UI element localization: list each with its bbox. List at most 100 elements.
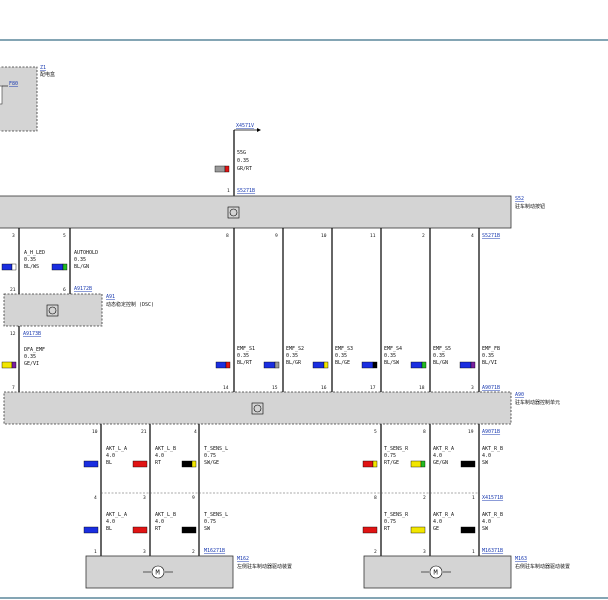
z1-sub[interactable]: F80 bbox=[9, 81, 18, 87]
lm-akt-lb-color: RT bbox=[155, 460, 161, 466]
s52-pin-2: 2 bbox=[422, 233, 425, 239]
a90-pin-7: 7 bbox=[12, 385, 15, 391]
emf-s1-size: 0.35 bbox=[237, 353, 249, 359]
s52-wires bbox=[18, 228, 480, 392]
rm-tsens-size: 0.75 bbox=[384, 453, 396, 459]
x4571-ref[interactable]: X4571V bbox=[236, 123, 254, 129]
a90-ref[interactable]: A90 bbox=[515, 392, 524, 398]
m163-ref[interactable]: M163 bbox=[515, 556, 527, 562]
rm-akt-rb-size: 4.0 bbox=[482, 453, 491, 459]
dfa-color: GE/VI bbox=[24, 361, 39, 367]
a90-conn[interactable]: A9071B bbox=[482, 385, 500, 391]
emf-fb-color: BL/VI bbox=[482, 360, 497, 366]
m163-motor-icon: M bbox=[421, 565, 451, 579]
emf-s2-swatch-gr bbox=[274, 361, 280, 369]
dfa-size: 0.35 bbox=[24, 354, 36, 360]
svg-text:M: M bbox=[434, 569, 438, 577]
emf-s3-code: EMF_S3 bbox=[335, 346, 353, 352]
x4571-arrow bbox=[257, 128, 261, 132]
rm-akt-rb-code: AKT_R_B bbox=[482, 446, 503, 452]
lm-tsens-size: 0.75 bbox=[204, 453, 216, 459]
ll-tsens-swatch bbox=[181, 526, 197, 534]
ll-akt-la-color: BL bbox=[106, 526, 112, 532]
z1-fuse bbox=[0, 85, 3, 105]
rm-tsens-color: RT/GE bbox=[384, 460, 399, 466]
w-aled-color: BL/WS bbox=[24, 264, 39, 270]
ll-tsens-code: T_SENS_L bbox=[204, 512, 228, 518]
emf-fb-size: 0.35 bbox=[482, 353, 494, 359]
rm-akt-ra-swatch-gn bbox=[420, 460, 426, 468]
emf-fb-swatch-vi bbox=[470, 361, 476, 369]
ll-akt-lb-color: RT bbox=[155, 526, 161, 532]
emf-fb-swatch-bl bbox=[459, 361, 472, 369]
emf-s5-swatch-bl bbox=[410, 361, 423, 369]
top-wire-conn[interactable]: S5271B bbox=[237, 188, 255, 194]
m162-pin-3: 3 bbox=[143, 549, 146, 555]
z1-name: 配电盒 bbox=[40, 71, 55, 78]
emf-s3-color: BL/GE bbox=[335, 360, 350, 366]
a91-conn-bot[interactable]: A9173B bbox=[23, 331, 41, 337]
top-wire-code: 55G bbox=[237, 150, 246, 156]
rl-tsens-swatch bbox=[362, 526, 378, 534]
emf-s5-code: EMF_S5 bbox=[433, 346, 451, 352]
z1-ref[interactable]: Z1 bbox=[40, 65, 46, 71]
x415-pin-9: 9 bbox=[192, 495, 195, 501]
lm-akt-la-color: BL bbox=[106, 460, 112, 466]
emf-s2-swatch-bl bbox=[263, 361, 276, 369]
lm-akt-la-code: AKT_L_A bbox=[106, 446, 127, 452]
rm-akt-ra-color: GE/GN bbox=[433, 460, 448, 466]
x415-pin-3: 3 bbox=[143, 495, 146, 501]
a91-symbol bbox=[46, 304, 59, 317]
lm-tsens-color: SW/GE bbox=[204, 460, 219, 466]
a90-pin-16: 16 bbox=[321, 385, 327, 391]
m163-pin-3: 3 bbox=[423, 549, 426, 555]
s52-box bbox=[0, 195, 512, 229]
lm-tsens-code: T_SENS_L bbox=[204, 446, 228, 452]
emf-s4-code: EMF_S4 bbox=[384, 346, 402, 352]
x415-pin-1: 1 bbox=[472, 495, 475, 501]
lm-tsens-swatch-sw bbox=[181, 460, 193, 468]
w-aled-swatch-ws bbox=[11, 263, 17, 271]
rm-akt-ra-code: AKT_R_A bbox=[433, 446, 454, 452]
a90-conn-bot[interactable]: A9071B bbox=[482, 429, 500, 435]
a90-bpin-19: 19 bbox=[468, 429, 474, 435]
dfa-code: DFA_EMF bbox=[24, 347, 45, 353]
s52-pin-11: 11 bbox=[370, 233, 376, 239]
x415-conn[interactable]: X41571B bbox=[482, 495, 503, 501]
s52-name: 驻车制动按钮 bbox=[515, 203, 545, 210]
ll-tsens-size: 0.75 bbox=[204, 519, 216, 525]
a91-conn-top[interactable]: A9172B bbox=[74, 286, 92, 292]
m163-conn[interactable]: M16371B bbox=[482, 548, 503, 554]
emf-s5-color: BL/GN bbox=[433, 360, 448, 366]
s52-pin-10: 10 bbox=[321, 233, 327, 239]
rl-akt-ra-swatch bbox=[410, 526, 426, 534]
emf-s2-size: 0.35 bbox=[286, 353, 298, 359]
m162-conn[interactable]: M16271B bbox=[204, 548, 225, 554]
a90-bpin-5: 5 bbox=[374, 429, 377, 435]
ll-akt-la-size: 4.0 bbox=[106, 519, 115, 525]
rl-akt-rb-code: AKT_R_B bbox=[482, 512, 503, 518]
rm-tsens-code: T_SENS_R bbox=[384, 446, 409, 452]
z1-box bbox=[0, 66, 38, 132]
emf-s4-color: BL/SW bbox=[384, 360, 400, 366]
s52-conn[interactable]: S5271B bbox=[482, 233, 500, 239]
rm-tsens-swatch-ge bbox=[372, 460, 378, 468]
rl-akt-ra-code: AKT_R_A bbox=[433, 512, 454, 518]
top-wire-swatch-rt bbox=[224, 165, 230, 173]
a91-pin-6: 6 bbox=[63, 287, 66, 293]
emf-group: EMF_S1 0.35 BL/RT EMF_S2 0.35 BL/GR EMF_… bbox=[215, 346, 500, 369]
emf-s1-swatch-bl bbox=[215, 361, 227, 369]
emf-s1-color: BL/RT bbox=[237, 360, 252, 366]
a91-ref[interactable]: A91 bbox=[106, 294, 115, 300]
a91-box bbox=[3, 293, 103, 327]
w-aled-size: 0.35 bbox=[24, 257, 36, 263]
ll-tsens-color: SW bbox=[204, 526, 211, 532]
s52-pin-8: 8 bbox=[226, 233, 229, 239]
dfa-swatch-ge bbox=[1, 361, 13, 369]
m162-ref[interactable]: M162 bbox=[237, 556, 249, 562]
ll-akt-lb-size: 4.0 bbox=[155, 519, 164, 525]
rl-akt-rb-color: SW bbox=[482, 526, 489, 532]
w-autohold-size: 0.35 bbox=[74, 257, 86, 263]
ll-akt-la-code: AKT_L_A bbox=[106, 512, 127, 518]
s52-ref[interactable]: S52 bbox=[515, 196, 524, 202]
